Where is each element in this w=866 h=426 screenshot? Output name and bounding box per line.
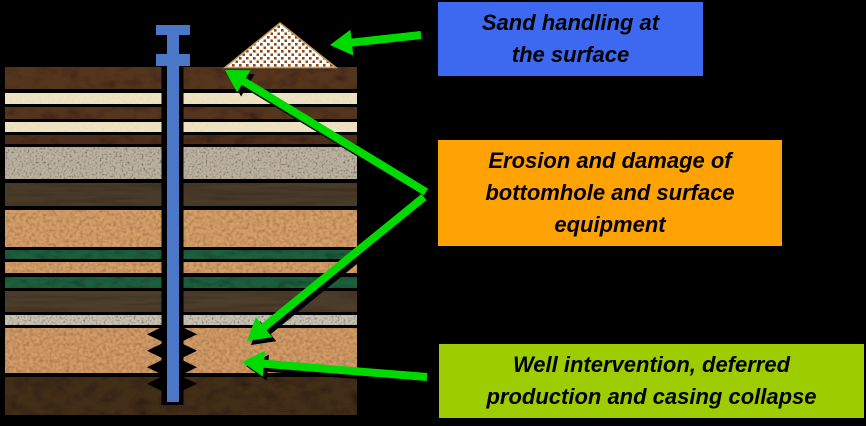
callout-sand-handling-line: the surface <box>511 42 630 67</box>
callout-well-intervention: Well intervention, deferred production a… <box>439 344 864 418</box>
wellhead-top-bar <box>156 25 190 35</box>
callout-well-intervention-line: Well intervention, deferred <box>512 352 791 377</box>
wellhead-bottom-bar <box>156 54 190 66</box>
perforation-triangle <box>147 359 164 376</box>
perforation-fractures <box>147 326 197 392</box>
well-cross-section <box>5 22 357 415</box>
well-pipe <box>167 35 179 402</box>
callout-sand-handling-line: Sand handling at <box>481 10 660 35</box>
callout-sand-handling: Sand handling at the surface <box>438 2 703 76</box>
perforation-triangle <box>180 326 197 343</box>
callout-erosion-damage-line: Erosion and damage of <box>488 148 732 173</box>
callout-erosion-damage-line: bottomhole and surface <box>485 180 735 205</box>
callout-erosion-damage-line: equipment <box>554 212 666 237</box>
callout-erosion-damage: Erosion and damage of bottomhole and sur… <box>438 140 782 246</box>
perforation-triangle <box>147 326 164 343</box>
perforation-triangle <box>147 342 164 359</box>
perforation-triangle <box>147 375 164 392</box>
sand-pile-icon <box>222 22 339 69</box>
perforation-triangle <box>180 359 197 376</box>
perforation-triangle <box>180 342 197 359</box>
perforation-triangle <box>180 375 197 392</box>
callout-well-intervention-line: production and casing collapse <box>486 384 817 409</box>
